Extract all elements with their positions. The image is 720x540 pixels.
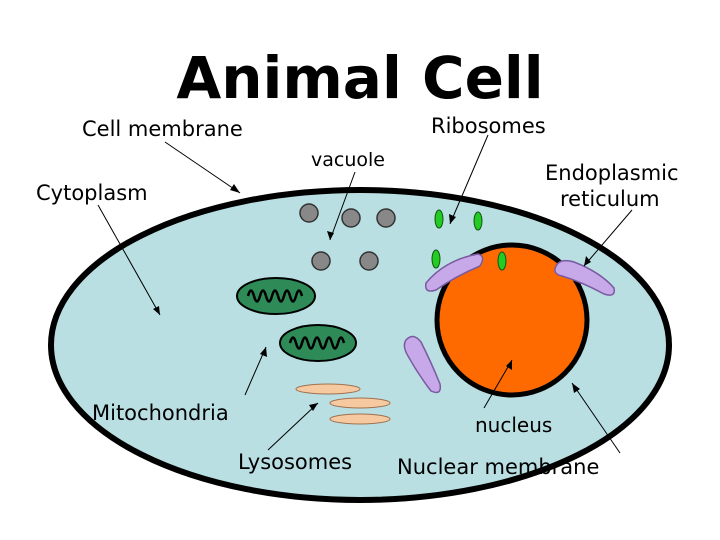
label-vacuole: vacuole: [311, 149, 385, 171]
pointer-vacuole: [329, 171, 356, 241]
lysosome: [329, 397, 391, 409]
pointer-endoplasmic: [583, 209, 633, 267]
lysosomes: [295, 383, 391, 425]
nucleus: [434, 242, 590, 398]
pointer-lines: [97, 134, 633, 454]
label-nucleus: nucleus: [475, 413, 552, 437]
pointer-ribosomes: [449, 134, 489, 225]
lysosome: [329, 413, 391, 425]
label-mitochondria: Mitochondria: [92, 401, 229, 425]
label-cell-membrane: Cell membrane: [82, 117, 243, 141]
label-cytoplasm: Cytoplasm: [36, 181, 148, 205]
label-endoplasmic: Endoplasmic: [545, 161, 679, 185]
vacuole: [376, 208, 396, 228]
lysosome: [295, 383, 361, 395]
pointer-cell-membrane: [164, 141, 241, 194]
ribosome: [473, 211, 483, 231]
vacuole: [311, 251, 331, 271]
endoplasmic-reticulum: [403, 253, 616, 394]
vacuoles: [299, 203, 396, 271]
vacuole: [359, 251, 379, 271]
label-ribosomes: Ribosomes: [431, 114, 546, 138]
pointer-cytoplasm: [97, 204, 161, 316]
vacuole: [341, 208, 361, 228]
label-lysosomes: Lysosomes: [238, 450, 352, 474]
mitochondrion: [236, 277, 316, 315]
er-fold: [554, 259, 616, 296]
ribosome: [434, 209, 444, 229]
ribosomes: [431, 209, 507, 271]
pointer-lysosomes: [267, 402, 319, 451]
pointer-arrowheads: [153, 184, 591, 411]
diagram-title: Animal Cell: [176, 44, 543, 112]
label-nuclear-membrane: Nuclear membrane: [397, 455, 599, 479]
er-fold: [424, 253, 484, 292]
pointer-nuclear-membrane: [571, 382, 621, 454]
label-reticulum: reticulum: [560, 187, 660, 211]
er-fold: [403, 335, 442, 394]
ribosome: [431, 249, 441, 269]
pointer-nucleus: [483, 359, 513, 409]
ribosome: [497, 251, 507, 271]
mitochondrion: [279, 324, 357, 362]
vacuole: [299, 203, 319, 223]
